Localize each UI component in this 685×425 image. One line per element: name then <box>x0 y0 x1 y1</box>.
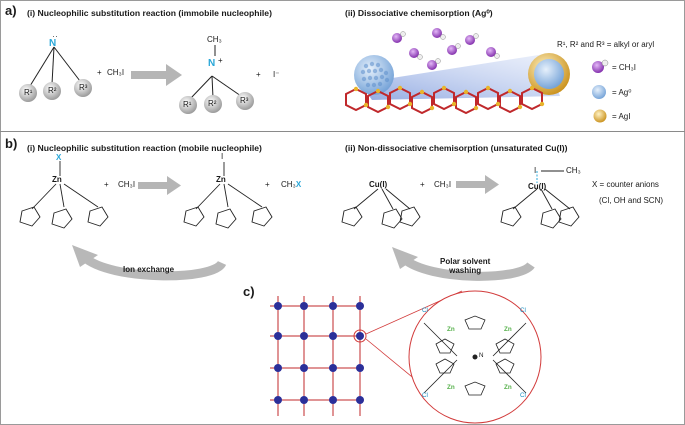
ag0-cluster <box>354 55 394 95</box>
r2-sphere <box>43 82 61 100</box>
panel-b-heading-ii: (ii) Non-dissociative chemisorption (uns… <box>345 143 568 153</box>
counter-anion-list: (Cl, OH and SCN) <box>599 196 664 205</box>
panel-divider <box>0 131 685 132</box>
ch3i-legend-icon <box>592 61 604 73</box>
zn-label-bottom-left: Zn <box>447 384 455 391</box>
agi-core <box>534 59 564 89</box>
reaction-arrow-b-ii <box>456 181 486 188</box>
cl-label-top-left: Cl <box>422 307 428 314</box>
reaction-arrow-a <box>131 64 182 86</box>
lattice-nodes <box>274 302 364 404</box>
triazole-rings <box>19 206 580 229</box>
panel-a-scheme <box>19 28 609 123</box>
counter-anion-note: X = counter anions <box>592 180 659 189</box>
ch3x-product: CH₃X <box>281 180 302 189</box>
legend-agi-label: = AgI <box>612 112 631 121</box>
panel-a-heading-ii: (ii) Dissociative chemisorption (Ag⁰) <box>345 8 493 18</box>
cu-product-label: Cu(I) <box>528 182 547 191</box>
panel-c-structure <box>270 290 542 424</box>
methyl-label-a: CH₃ <box>207 35 222 44</box>
r2-label: R² <box>48 86 57 95</box>
cu-methyl-label: CH₃ <box>566 166 581 175</box>
r-group-note: R¹, R² and R³ = alkyl or aryl <box>557 40 655 49</box>
lattice-links <box>270 296 364 416</box>
reaction-arrow-b-i <box>138 182 168 189</box>
polar-washing-arrow <box>401 255 535 281</box>
cl-label-bottom-left: Cl <box>422 392 428 399</box>
iodine-on-cu: I <box>534 166 537 175</box>
r3-label: R³ <box>79 83 88 92</box>
plus-b-i-product: + <box>265 180 270 189</box>
conversion-beam <box>360 54 560 100</box>
ch3i-reagent-b-i: CH₃I <box>118 180 136 189</box>
positive-charge: + <box>218 56 223 65</box>
r2-sphere-product <box>204 95 222 113</box>
ammonium-nitrogen: N <box>208 58 216 69</box>
agi-legend-icon <box>593 109 607 123</box>
cl-label-top-right: Cl <box>520 307 526 314</box>
r1-label: R¹ <box>24 88 33 97</box>
zn-label-top-right: Zn <box>504 326 512 333</box>
legend-ag0-label: = Ag⁰ <box>612 88 632 97</box>
legend-icons <box>592 59 609 123</box>
amine-nitrogen: N <box>49 38 57 49</box>
ion-exchange-label: Ion exchange <box>123 265 175 274</box>
reactant-plus: + <box>97 68 102 77</box>
ch3i-molecules <box>392 28 500 70</box>
r1-sphere-product <box>179 96 197 114</box>
r3-sphere-product <box>236 92 254 110</box>
panel-b-label: b) <box>5 136 18 151</box>
amine-reactant <box>19 46 92 102</box>
n-label-center: N <box>479 352 484 359</box>
iodide-label: I⁻ <box>273 70 280 79</box>
polar-solvent-label: Polar solvent washing <box>440 257 491 275</box>
cl-label-bottom-right: Cl <box>520 392 526 399</box>
zn-label-top-left: Zn <box>447 326 455 333</box>
r1-label-product: R¹ <box>183 100 192 109</box>
r3-sphere <box>74 79 92 97</box>
cluster-bonds <box>423 315 527 396</box>
legend-ch3i-label: = CH₃I <box>612 63 636 72</box>
ag0-legend-icon <box>592 85 606 99</box>
framework-nodes <box>353 85 545 111</box>
zn-product-label: Zn <box>216 175 226 184</box>
plus-b-ii: + <box>420 180 425 189</box>
ag-chemisorption-scheme <box>345 28 570 115</box>
ammonium-product <box>179 45 254 114</box>
r2-label-product: R² <box>208 99 217 108</box>
lone-pair-dots: ·· <box>52 31 58 41</box>
ch3i-reagent-a: CH₃I <box>107 68 125 77</box>
ion-exchange-arrow <box>80 253 227 281</box>
panel-c-label: c) <box>243 284 255 299</box>
x-ligand-label: X <box>56 153 62 162</box>
product-plus: + <box>256 70 261 79</box>
zn-label-bottom-right: Zn <box>504 384 512 391</box>
panel-b-heading-i: (i) Nucleophilic substitution reaction (… <box>27 143 262 153</box>
zn-reactant-label: Zn <box>52 175 62 184</box>
cu-reactant-label: Cu(I) <box>369 180 388 189</box>
panel-b-scheme <box>19 161 580 281</box>
r3-label-product: R³ <box>240 96 249 105</box>
panel-a-heading-i: (i) Nucleophilic substitution reaction (… <box>27 8 272 18</box>
cluster-center <box>472 354 478 360</box>
panel-a-label: a) <box>5 3 17 18</box>
iodine-on-zn: I <box>221 152 224 161</box>
ch3i-reagent-b-ii: CH₃I <box>434 180 452 189</box>
r1-sphere <box>19 84 37 102</box>
plus-b-i: + <box>104 180 109 189</box>
zoom-source-circle <box>353 329 367 343</box>
